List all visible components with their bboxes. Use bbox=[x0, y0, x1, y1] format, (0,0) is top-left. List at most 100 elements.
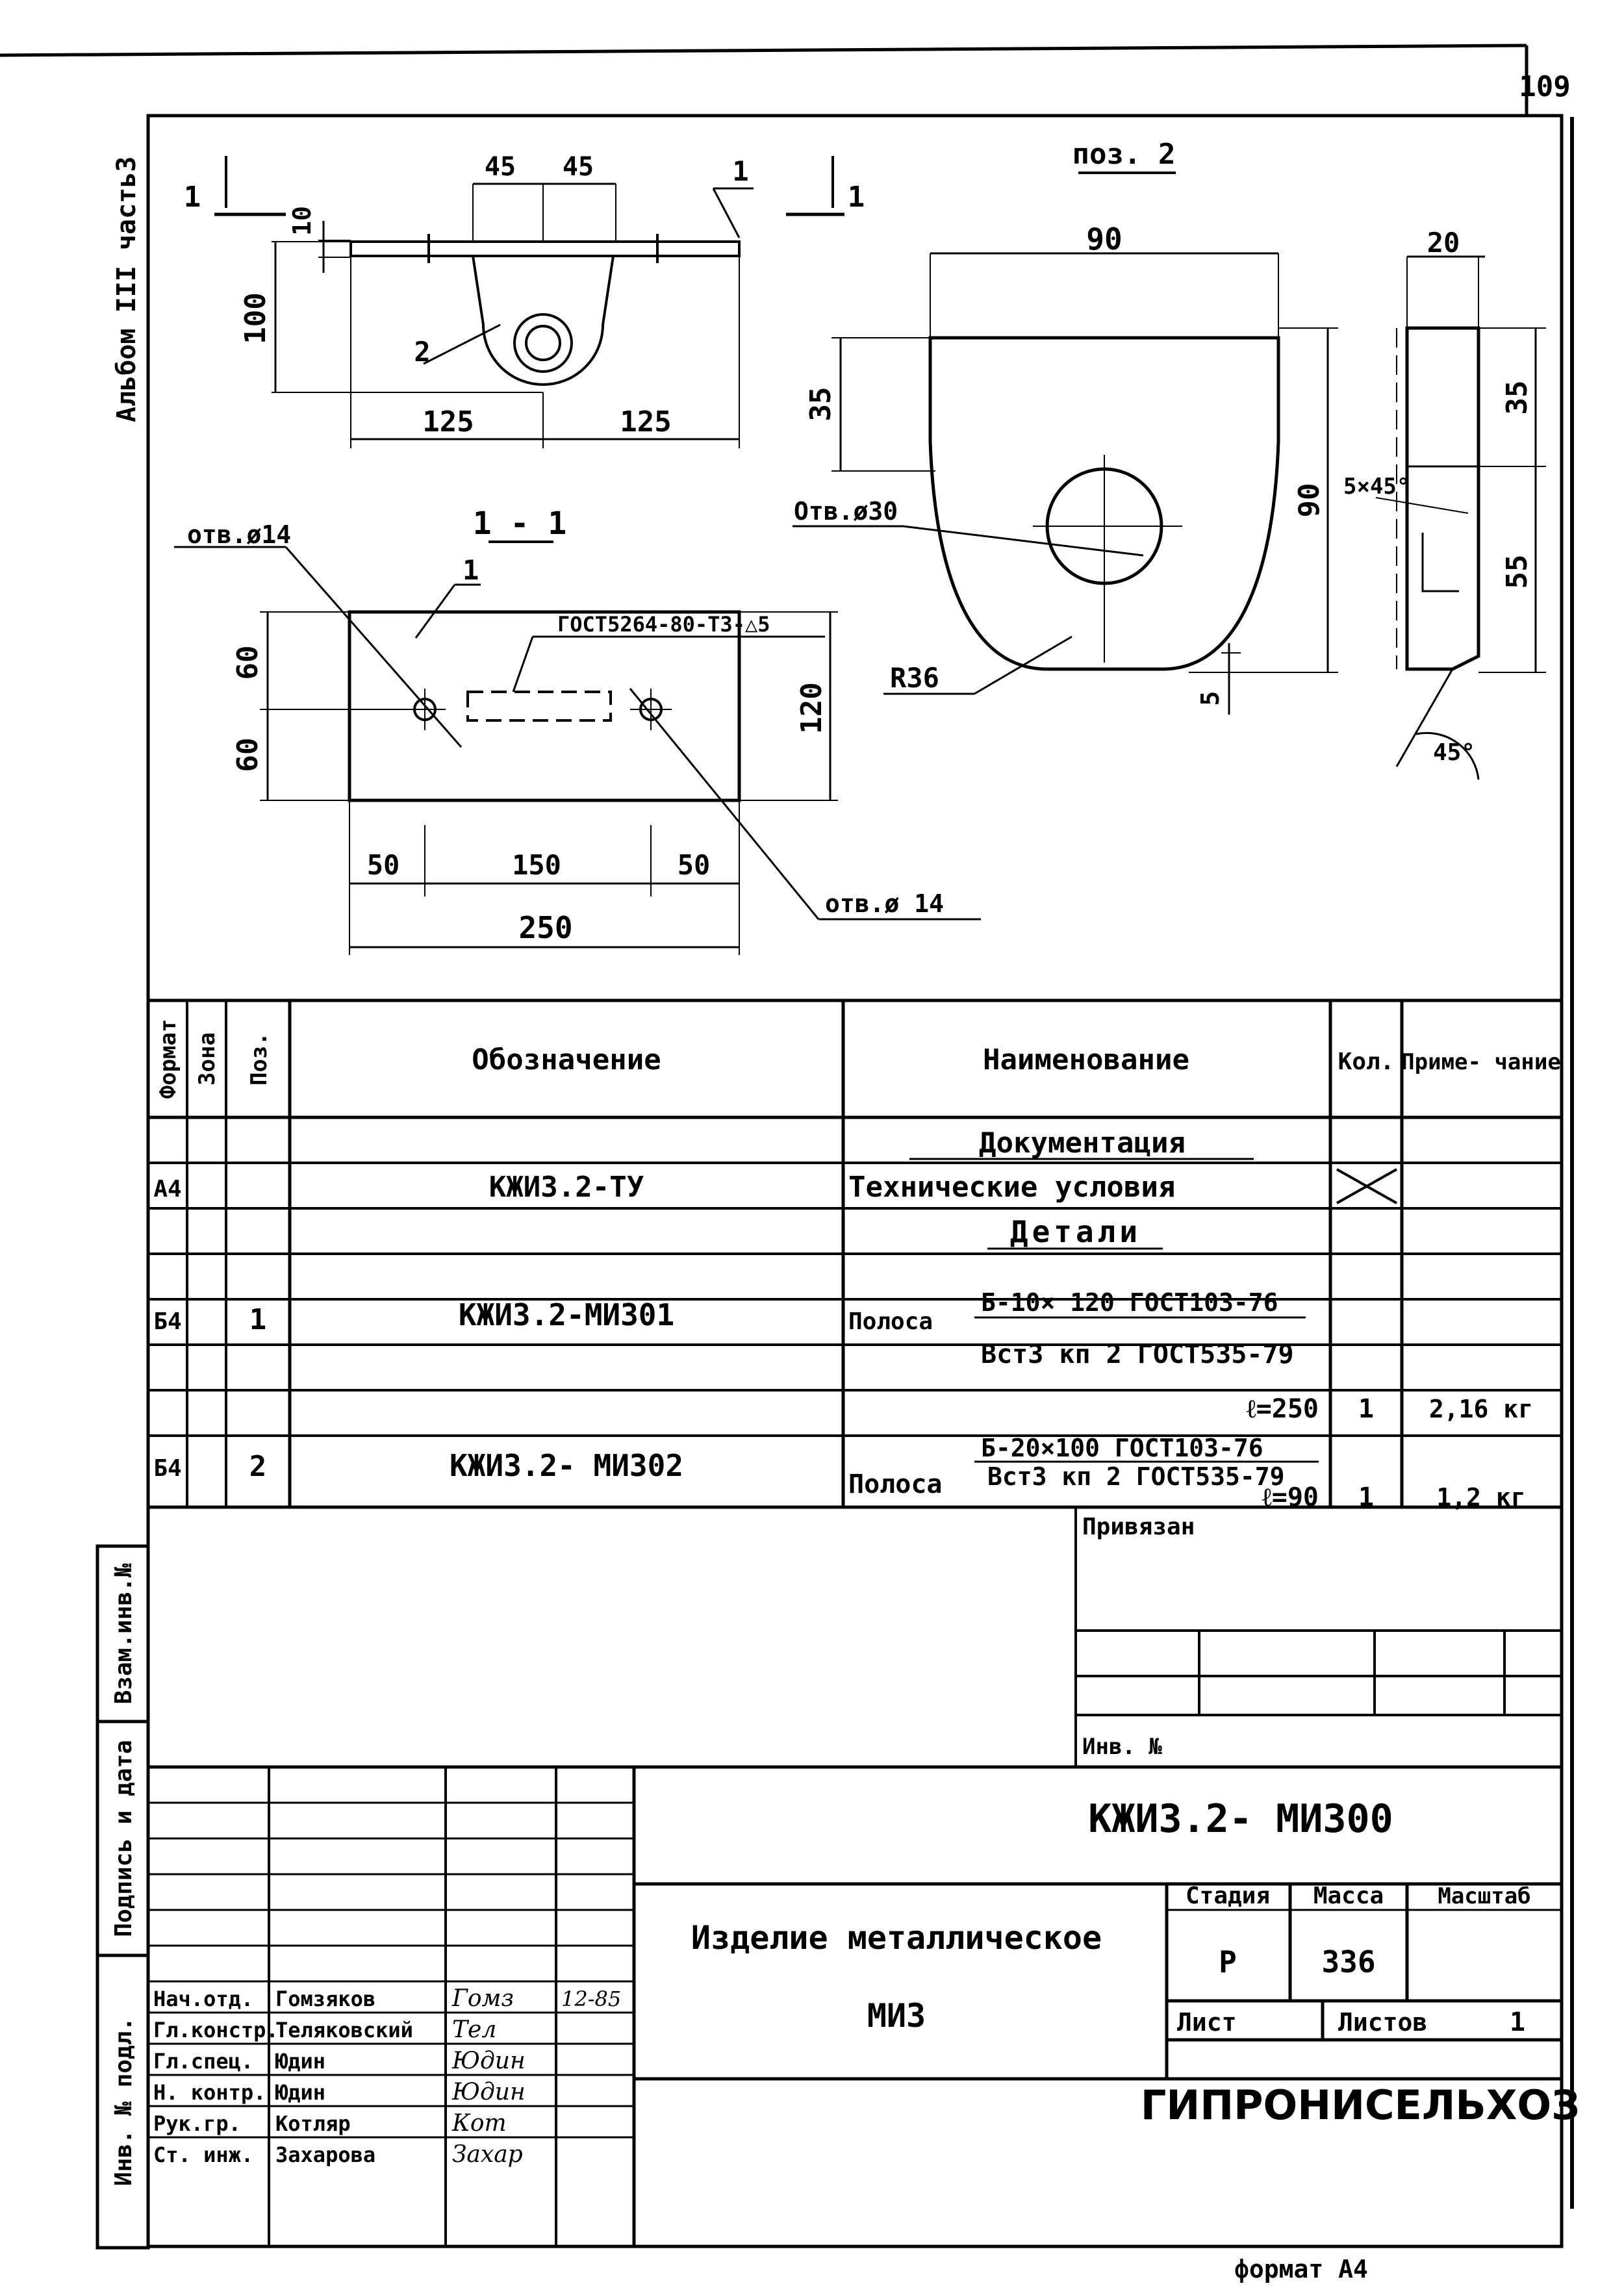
staff-name: Теляковский bbox=[275, 2018, 413, 2042]
svg-text:1: 1 bbox=[848, 181, 865, 214]
spec-table-grid bbox=[148, 998, 1562, 1509]
sheet-label: Лист bbox=[1177, 2008, 1237, 2037]
svg-text:Б-10× 120 ГОСТ103-76: Б-10× 120 ГОСТ103-76 bbox=[981, 1288, 1278, 1317]
staff-name: Юдин bbox=[275, 2049, 325, 2074]
table-row: А4 КЖИ3.2-ТУ Технические условия bbox=[153, 1171, 1175, 1204]
staff-name: Захарова bbox=[275, 2142, 375, 2167]
product-name-line1: Изделие металлическое bbox=[691, 1919, 1102, 1957]
stage-header: Стадия bbox=[1186, 1883, 1270, 1909]
spec-headers: Формат Зона Поз. Обозначение Наименовани… bbox=[155, 1019, 1561, 1099]
svg-text:50: 50 bbox=[678, 849, 711, 881]
sheet-frame bbox=[0, 44, 1574, 2248]
svg-text:55: 55 bbox=[1501, 555, 1534, 589]
svg-text:Обозначение: Обозначение bbox=[472, 1043, 661, 1076]
svg-text:1: 1 bbox=[1358, 1482, 1374, 1512]
assembly-view bbox=[214, 156, 844, 448]
svg-text:20: 20 bbox=[1427, 227, 1460, 259]
svg-text:120: 120 bbox=[795, 682, 828, 733]
pos2-dimension-text: 90 35 90 Отв.ø30 R36 5 bbox=[794, 222, 1326, 705]
svg-text:50: 50 bbox=[367, 849, 400, 881]
svg-text:ГОСТ5264-80-Т3-△5: ГОСТ5264-80-Т3-△5 bbox=[557, 612, 770, 637]
svg-text:Полоса: Полоса bbox=[848, 1469, 943, 1499]
svg-text:1: 1 bbox=[463, 554, 479, 586]
svg-text:Наименование: Наименование bbox=[983, 1043, 1189, 1076]
staff-row: Нач.отд. Гомзяков Гомз 12-85 bbox=[153, 1985, 621, 2012]
svg-text:100: 100 bbox=[239, 292, 272, 344]
staff-role: Н. контр. bbox=[153, 2080, 266, 2105]
svg-text:125: 125 bbox=[422, 405, 474, 439]
table-row: Б4 1 КЖИ3.2-МИ301 Полоса Б-10× 120 ГОСТ1… bbox=[153, 1288, 1533, 1424]
section-title: 1 - 1 bbox=[473, 505, 567, 542]
svg-text:Формат: Формат bbox=[155, 1019, 181, 1099]
mass-value: 336 bbox=[1321, 1944, 1375, 1979]
binding-title: Привязан bbox=[1082, 1514, 1195, 1540]
assembly-dimension-text: 45 45 10 100 125 125 1 2 1 1 bbox=[184, 152, 865, 439]
svg-text:60: 60 bbox=[231, 738, 264, 772]
staff-row: Ст. инж. Захарова Захар bbox=[153, 2141, 523, 2168]
plate-view bbox=[174, 546, 981, 955]
binding-grid bbox=[1074, 1507, 1562, 1769]
svg-text:отв.ø 14: отв.ø 14 bbox=[825, 889, 944, 918]
staff-name: Гомзяков bbox=[275, 1987, 375, 2011]
staff-signature: Тел bbox=[452, 2016, 496, 2043]
svg-text:А4: А4 bbox=[153, 1176, 181, 1202]
svg-text:150: 150 bbox=[512, 849, 561, 881]
svg-text:ℓ=90: ℓ=90 bbox=[1262, 1482, 1319, 1512]
album-label: Альбом III часть3 bbox=[112, 157, 142, 422]
scale-header: Масштаб bbox=[1438, 1883, 1530, 1909]
format-label: формат А4 bbox=[1234, 2255, 1368, 2283]
svg-text:ℓ=250: ℓ=250 bbox=[1247, 1394, 1319, 1424]
staff-row: Гл.спец. Юдин Юдин bbox=[153, 2048, 526, 2074]
section-docs: Документация bbox=[979, 1126, 1186, 1160]
stamp-vzam: Взам.инв.№ bbox=[110, 1563, 137, 1704]
svg-text:Б4: Б4 bbox=[153, 1455, 181, 1482]
pos2-view bbox=[793, 252, 1338, 715]
staff-signature: Гомз bbox=[451, 1985, 514, 2012]
svg-text:250: 250 bbox=[518, 910, 572, 945]
staff-role: Гл.спец. bbox=[153, 2049, 253, 2074]
svg-text:90: 90 bbox=[1086, 222, 1122, 257]
section-parts: Детали bbox=[1010, 1214, 1141, 1249]
side-stamp-grid bbox=[95, 1544, 150, 2250]
document-code: КЖИ3.2- МИ300 bbox=[1088, 1796, 1393, 1842]
staff-date: 12-85 bbox=[561, 1987, 621, 2011]
svg-text:отв.ø14: отв.ø14 bbox=[187, 520, 291, 549]
svg-text:2: 2 bbox=[414, 336, 430, 368]
svg-text:45°: 45° bbox=[1433, 739, 1475, 766]
svg-text:1: 1 bbox=[732, 155, 748, 187]
stage-value: Р bbox=[1219, 1944, 1237, 1979]
svg-text:125: 125 bbox=[620, 405, 671, 439]
svg-text:5: 5 bbox=[1196, 691, 1224, 706]
svg-text:R36: R36 bbox=[890, 662, 939, 694]
svg-text:Технические условия: Технические условия bbox=[848, 1171, 1175, 1204]
mass-header: Масса bbox=[1313, 1883, 1384, 1909]
stamp-inv-podl: Инв. № подл. bbox=[110, 2017, 137, 2186]
staff-signature: Юдин bbox=[451, 2048, 526, 2074]
staff-name: Котляр bbox=[275, 2111, 351, 2136]
staff-signature: Юдин bbox=[451, 2079, 526, 2105]
page-number: 109 bbox=[1519, 70, 1570, 103]
staff-signature: Захар bbox=[452, 2141, 523, 2168]
svg-text:Зона: Зона bbox=[194, 1032, 220, 1086]
staff-role: Нач.отд. bbox=[153, 1987, 253, 2011]
svg-text:1: 1 bbox=[1358, 1394, 1374, 1424]
staff-name: Юдин bbox=[275, 2080, 325, 2105]
svg-text:2: 2 bbox=[249, 1450, 267, 1483]
svg-text:Кол.: Кол. bbox=[1338, 1049, 1395, 1075]
staff-role: Ст. инж. bbox=[153, 2142, 253, 2167]
svg-text:Б-20×100 ГОСТ103-76: Б-20×100 ГОСТ103-76 bbox=[981, 1434, 1263, 1462]
svg-text:90: 90 bbox=[1293, 483, 1326, 518]
binding-inv: Инв. № bbox=[1082, 1734, 1162, 1760]
svg-text:КЖИ3.2-ТУ: КЖИ3.2-ТУ bbox=[489, 1171, 644, 1204]
svg-text:60: 60 bbox=[231, 646, 264, 680]
svg-text:КЖИ3.2-МИ301: КЖИ3.2-МИ301 bbox=[459, 1297, 674, 1332]
pos2-title: поз. 2 bbox=[1072, 138, 1176, 171]
staff-row: Н. контр. Юдин Юдин bbox=[153, 2079, 526, 2105]
svg-text:Приме- чание: Приме- чание bbox=[1401, 1049, 1561, 1075]
staff-role: Рук.гр. bbox=[153, 2111, 241, 2136]
organization: ГИПРОНИСЕЛЬХОЗ bbox=[1141, 2081, 1580, 2129]
sheets-value: 1 bbox=[1510, 2007, 1525, 2037]
